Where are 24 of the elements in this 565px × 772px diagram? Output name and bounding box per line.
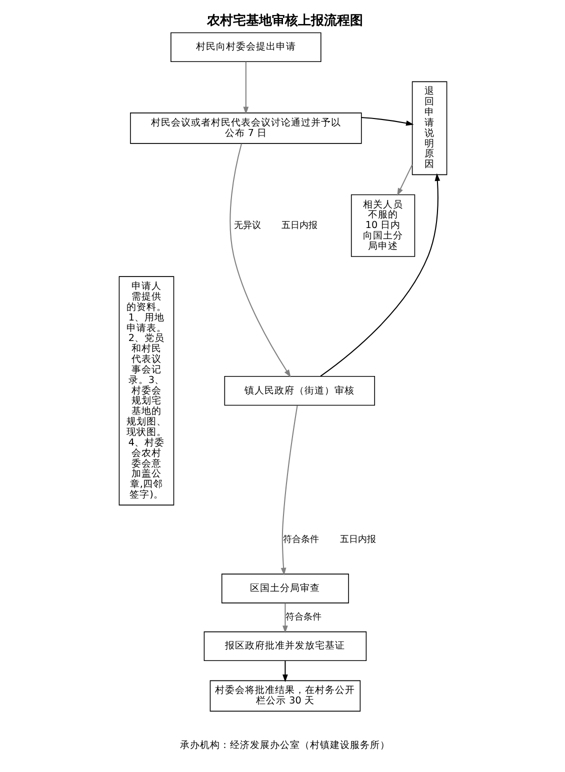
node-box: 镇人民政府（街道）审核 bbox=[224, 376, 375, 406]
arrow bbox=[282, 603, 288, 634]
node-box: 报区政府批准并发放宅基证 bbox=[203, 631, 366, 662]
label: 五日内报 bbox=[340, 534, 376, 545]
arrow bbox=[242, 62, 248, 114]
node-box: 村民向村委会提出申请 bbox=[170, 32, 321, 62]
node-box: 相关人员不服的 10 日内向国土分局申述 bbox=[350, 194, 415, 257]
arrow bbox=[229, 144, 290, 378]
arrow bbox=[282, 660, 288, 682]
arrow bbox=[320, 173, 440, 377]
node-box: 区国土分局审查 bbox=[220, 574, 348, 604]
arrow bbox=[396, 164, 412, 196]
arrow bbox=[280, 406, 298, 576]
arrow bbox=[360, 117, 414, 126]
node-box: 退回申请说明原因 bbox=[411, 81, 447, 176]
node-box: 村民会议或者村民代表会议讨论通过并予以公布 7 日 bbox=[130, 112, 362, 144]
caption: 承办机构：经济发展办公室（村镇建设服务所） bbox=[180, 740, 390, 752]
node-box: 申请人需提供的资料。1、用地申请表。2、党员和村民代表议事会记录。3、村委会规划宅基地的规划图、现状图。4、村委会农村委会意加盖公章,四邻签字)。 bbox=[118, 276, 174, 506]
label: 五日内报 bbox=[281, 220, 318, 231]
edge-label: 无异议 bbox=[234, 220, 261, 231]
edge-label: 符合条件 bbox=[282, 534, 319, 545]
diagram-title: 农村宅基地审核上报流程图 bbox=[206, 14, 362, 29]
edge-label: 符合条件 bbox=[285, 612, 322, 623]
node-box: 村委会将批准结果，在村务公开栏公示 30 天 bbox=[209, 680, 360, 712]
